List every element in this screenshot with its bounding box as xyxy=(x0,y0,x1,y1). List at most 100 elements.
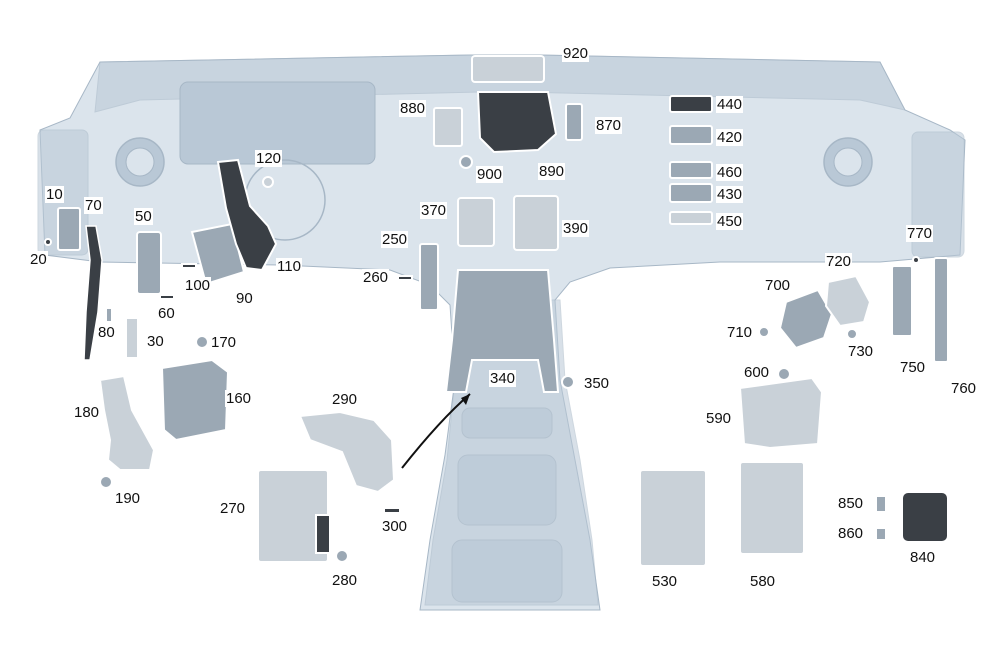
callout-700: 700 xyxy=(764,277,792,294)
assembly-arrowhead xyxy=(461,394,470,405)
part-290-bracket xyxy=(298,410,396,494)
part-580-fuse-box xyxy=(739,461,805,555)
callout-850: 850 xyxy=(837,495,865,512)
callout-190: 190 xyxy=(114,490,142,507)
callout-340: 340 xyxy=(489,370,517,387)
part-110-steering-bracket xyxy=(216,158,278,272)
part-420-panel xyxy=(669,125,713,145)
callout-580: 580 xyxy=(749,573,777,590)
callout-60: 60 xyxy=(157,305,176,322)
part-160-module xyxy=(160,358,230,442)
callout-300: 300 xyxy=(381,518,409,535)
part-340-center-frame xyxy=(444,269,560,393)
callout-50: 50 xyxy=(134,208,153,225)
callout-20: 20 xyxy=(29,251,48,268)
callout-440: 440 xyxy=(716,96,744,113)
callout-880: 880 xyxy=(399,100,427,117)
part-460-switch xyxy=(669,161,713,179)
part-840-switch xyxy=(901,491,949,543)
part-870-module xyxy=(565,103,583,141)
callout-390: 390 xyxy=(562,220,590,237)
part-850-connector xyxy=(875,495,887,513)
part-190-grommet xyxy=(99,475,113,489)
armrest-area xyxy=(451,539,563,603)
part-10-module xyxy=(57,207,81,251)
part-370-module xyxy=(457,197,495,247)
part-530-fuse-box xyxy=(639,469,707,567)
callout-460: 460 xyxy=(716,164,744,181)
callout-600: 600 xyxy=(743,364,771,381)
callout-430: 430 xyxy=(716,186,744,203)
part-700-module xyxy=(778,288,834,350)
center-vent xyxy=(461,407,553,439)
part-120-bolt xyxy=(262,176,274,188)
callout-120: 120 xyxy=(255,150,283,167)
center-parts xyxy=(257,55,583,563)
callout-420: 420 xyxy=(716,129,744,146)
callout-370: 370 xyxy=(420,202,448,219)
left-air-vent-inner xyxy=(125,147,155,177)
part-710-nut xyxy=(758,326,770,338)
part-30-module xyxy=(125,317,139,359)
part-900-nut xyxy=(459,155,473,169)
callout-750: 750 xyxy=(899,359,927,376)
part-390-module xyxy=(513,195,559,251)
part-350-nut xyxy=(561,375,575,389)
part-60-screw xyxy=(159,294,175,300)
callout-730: 730 xyxy=(847,343,875,360)
callout-770: 770 xyxy=(906,225,934,242)
callout-260: 260 xyxy=(362,269,390,286)
callout-110: 110 xyxy=(276,258,302,275)
callout-590: 590 xyxy=(705,410,733,427)
part-300-screw xyxy=(383,507,401,514)
part-80-clip xyxy=(105,307,113,323)
part-430-switch xyxy=(669,183,713,203)
callout-180: 180 xyxy=(73,404,101,421)
callout-250: 250 xyxy=(381,231,409,248)
callout-90: 90 xyxy=(235,290,254,307)
part-450-trim xyxy=(669,211,713,225)
part-70-bracket xyxy=(83,225,103,361)
part-440-switch xyxy=(669,95,713,113)
right-upper-parts xyxy=(669,95,713,225)
callout-160: 160 xyxy=(225,390,253,407)
callout-710: 710 xyxy=(726,324,754,341)
callout-860: 860 xyxy=(837,525,865,542)
part-860-connector xyxy=(875,527,887,541)
callout-70: 70 xyxy=(84,197,103,214)
center-console-tray xyxy=(457,454,557,526)
callout-530: 530 xyxy=(651,573,679,590)
part-880-module xyxy=(433,107,463,147)
part-100-screw xyxy=(181,263,197,269)
part-270-connector xyxy=(315,514,331,554)
part-750-module xyxy=(891,265,913,337)
right-parts xyxy=(639,256,949,567)
callout-760: 760 xyxy=(950,380,978,397)
callout-290: 290 xyxy=(331,391,359,408)
part-170-nut xyxy=(195,335,209,349)
part-890-bracket xyxy=(476,91,558,154)
part-260-screw xyxy=(397,275,413,281)
callout-870: 870 xyxy=(595,117,623,134)
part-280-nut xyxy=(335,549,349,563)
part-600-grommet xyxy=(777,367,791,381)
part-590-bracket xyxy=(738,376,824,450)
callout-450: 450 xyxy=(716,213,744,230)
callout-900: 900 xyxy=(476,166,504,183)
callout-30: 30 xyxy=(146,333,165,350)
callout-840: 840 xyxy=(909,549,937,566)
part-920-module xyxy=(471,55,545,83)
callout-720: 720 xyxy=(825,253,853,270)
callout-80: 80 xyxy=(97,324,116,341)
callout-890: 890 xyxy=(538,163,566,180)
callout-10: 10 xyxy=(45,186,64,203)
callout-170: 170 xyxy=(210,334,238,351)
callout-270: 270 xyxy=(219,500,247,517)
part-50-control-unit xyxy=(136,231,162,295)
right-air-vent-inner xyxy=(833,147,863,177)
callout-280: 280 xyxy=(331,572,359,589)
callout-350: 350 xyxy=(583,375,611,392)
left-parts xyxy=(44,158,278,489)
